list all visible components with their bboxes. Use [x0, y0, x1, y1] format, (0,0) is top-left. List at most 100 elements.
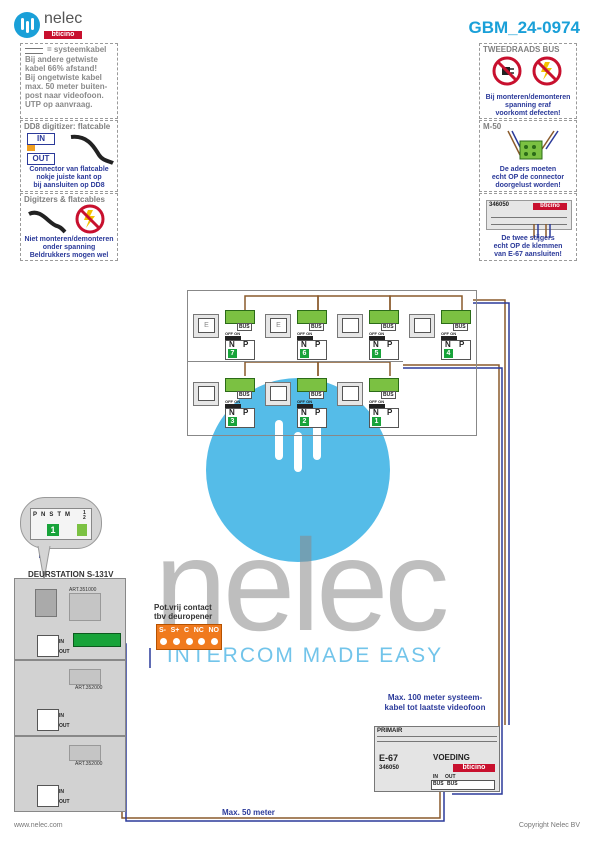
bus-label: BUS [237, 391, 252, 399]
panel-m50: M-50 De aders moeten echt OP de connecto… [479, 120, 577, 192]
bus-label: BUS [381, 323, 396, 331]
bus-label: BUS [237, 323, 252, 331]
door-station-title: DEURSTATION S-131V [28, 570, 114, 579]
bus-connector [297, 378, 327, 392]
unit-number: 4 [444, 349, 453, 358]
brand-name: nelec [44, 10, 83, 27]
dd8-in-label: IN [27, 133, 55, 145]
videophone [409, 314, 435, 338]
nelec-logo-icon [14, 12, 40, 38]
off-on-switch [369, 336, 385, 340]
videophone [193, 382, 219, 406]
panel-dd8-title: DD8 digitizer: flatcable [24, 122, 111, 131]
bus-connector [225, 310, 255, 324]
unit-number: 5 [372, 349, 381, 358]
door-station-module-3: ART.352000 IN OUT [14, 736, 126, 812]
bus-label: BUS [309, 323, 324, 331]
videophone-screen [198, 386, 215, 401]
riser-wires [533, 224, 551, 238]
off-on-label: OFF ON [297, 331, 313, 336]
bticino-logo: bticino [44, 31, 82, 39]
videophone-screen [270, 386, 287, 401]
videophone: E [265, 314, 291, 338]
panel-dd8: DD8 digitizer: flatcable IN OUT Connecto… [20, 120, 118, 192]
videophone [337, 382, 363, 406]
power-supply-e67: PRIMAIR E-67 VOEDING 346050 bticino IN O… [374, 726, 500, 792]
bus-label: BUS [309, 391, 324, 399]
panel-systeemkabel: = systeemkabel Bij andere getwiste kabel… [20, 43, 118, 119]
bus-connector [369, 378, 399, 392]
no-unplug-icon [492, 56, 522, 86]
dd8-out-label: OUT [27, 153, 55, 165]
videophone [337, 314, 363, 338]
e67-small-device: 346050 bticino [486, 200, 572, 230]
off-on-switch [369, 404, 385, 408]
videophone-screen [342, 386, 359, 401]
panel-digitizers-title: Digitzers & flatcables [24, 195, 105, 204]
unit-number: 1 [372, 417, 381, 426]
off-on-label: OFF ON [369, 399, 385, 404]
dip-address-value: 1 [47, 524, 59, 536]
videophone-screen: E [198, 318, 215, 333]
bus-connector [225, 378, 255, 392]
note-max-50: Max. 50 meter [222, 808, 275, 817]
panel-e67-text: De twee stijgers echt OP de klemmen van … [493, 235, 563, 258]
bus-label: BUS [381, 391, 396, 399]
bus-connector [369, 310, 399, 324]
footer-copyright: Copyright Nelec BV [518, 822, 580, 829]
off-on-label: OFF ON [441, 331, 457, 336]
bus-connector [297, 310, 327, 324]
unit-number: 6 [300, 349, 309, 358]
panel-m50-text: De aders moeten echt OP de connector doo… [491, 166, 565, 189]
panel-e67-small: 346050 bticino De twee stijgers echt OP … [479, 193, 577, 261]
unit-number: 2 [300, 417, 309, 426]
contact-label: Pot.vrij contact tbv deuropener [154, 603, 213, 621]
panel-dd8-text: Connector van flatcable nokje juiste kan… [29, 166, 109, 189]
panel-systeemkabel-text: Bij andere getwiste kabel 66% afstand! B… [25, 55, 108, 109]
panel-m50-title: M-50 [483, 122, 502, 131]
off-on-switch [297, 404, 313, 408]
panel-tweedraads-text: Bij monteren/demonteren spanning eraf vo… [485, 94, 571, 117]
off-on-label: OFF ON [369, 331, 385, 336]
off-on-switch [297, 336, 313, 340]
footer-website: www.nelec.com [14, 822, 63, 829]
document-code: GBM_24-0974 [468, 18, 580, 37]
no-voltage-icon [75, 204, 105, 234]
door-station-module-2: ART.352000 IN OUT [14, 660, 126, 736]
off-on-switch [225, 336, 241, 340]
videophone: E [193, 314, 219, 338]
off-on-switch [225, 404, 241, 408]
note-max-100: Max. 100 meter systeem- kabel tot laatst… [384, 693, 486, 712]
units-frame [187, 290, 477, 436]
watermark-tagline: INTERCOM MADE EASY [166, 644, 444, 667]
unit-number: 3 [228, 417, 237, 426]
off-on-label: OFF ON [225, 331, 241, 336]
flatcable-icon [70, 134, 114, 165]
videophone-screen [414, 318, 431, 333]
videophone [265, 382, 291, 406]
connector-icon [507, 130, 559, 160]
panel-digitizers: Digitzers & flatcables Niet monteren/dem… [20, 193, 118, 261]
panel-digitizers-text: Niet monteren/demonteren onder spanning … [24, 236, 114, 259]
flatcable-icon [28, 210, 67, 234]
off-on-switch [441, 336, 457, 340]
unit-number: 7 [228, 349, 237, 358]
bus-connector [441, 310, 471, 324]
videophone-screen: E [270, 318, 287, 333]
panel-tweedraads-title: TWEEDRAADS BUS [483, 45, 560, 54]
videophone-screen [342, 318, 359, 333]
